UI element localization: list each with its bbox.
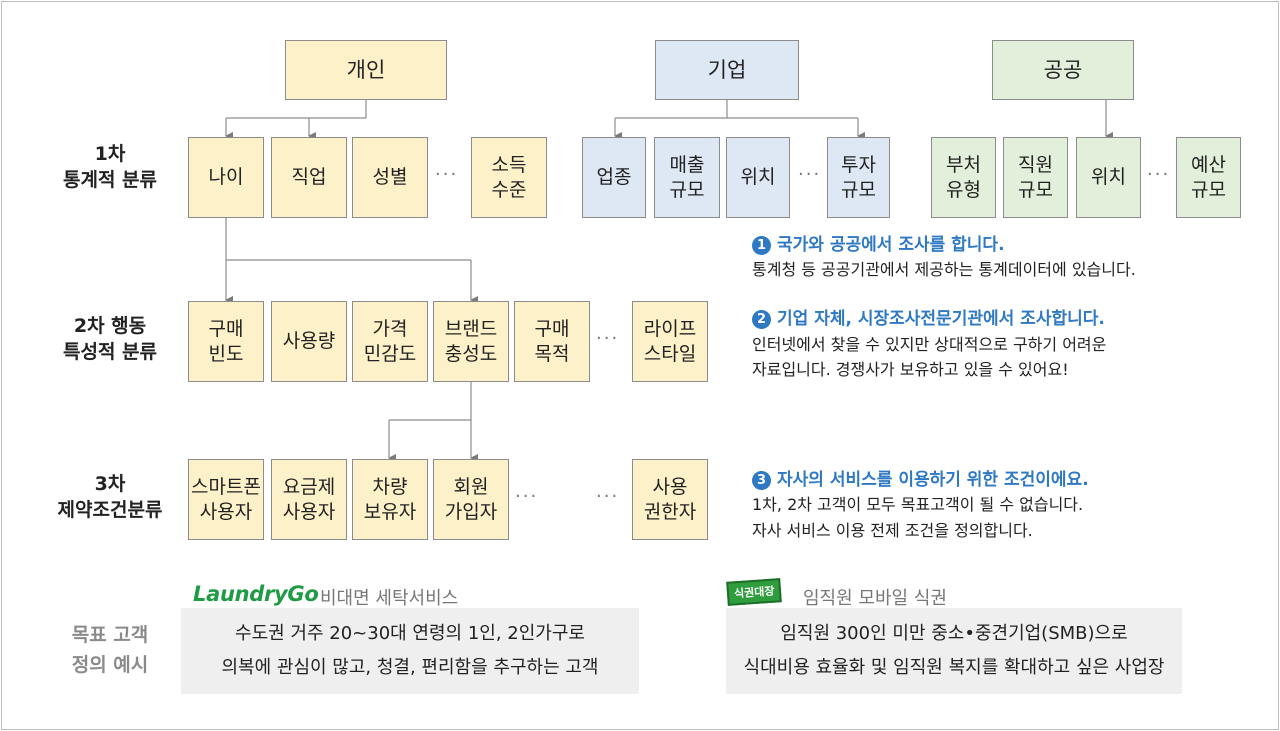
first-enterprise-location: 위치	[726, 137, 790, 218]
target-line: 수도권 거주 20~30대 연령의 1인, 2인가구로	[235, 623, 585, 644]
note-3-line: 1차, 2차 고객이 모두 목표고객이 될 수 없습니다.	[752, 495, 1084, 514]
first-enterprise-revenue: 매출 규모	[654, 137, 720, 218]
second-purchase-purpose: 구매 목적	[514, 301, 590, 382]
category-public: 공공	[992, 40, 1134, 100]
meal-ticket-logo: 식권대장	[726, 578, 783, 606]
meal-ticket-target-definition: 임직원 300인 미만 중소•중견기업(SMB)으로 식대비용 효율화 및 임직…	[726, 608, 1182, 694]
ellipsis: ···	[1147, 164, 1171, 185]
second-price-sensitivity: 가격 민감도	[352, 301, 428, 382]
third-plan-user: 요금제 사용자	[271, 459, 347, 540]
ellipsis: ···	[798, 164, 822, 185]
target-line: 임직원 300인 미만 중소•중견기업(SMB)으로	[780, 623, 1128, 644]
target-line: 의복에 관심이 많고, 청결, 편리함을 추구하는 고객	[221, 657, 599, 678]
row-label-third: 3차 제약조건분류	[57, 473, 163, 521]
laundrygo-logo: LaundryGo	[193, 582, 319, 606]
note-number-badge: 1	[752, 236, 771, 255]
second-brand-loyalty: 브랜드 충성도	[433, 301, 509, 382]
category-enterprise: 기업	[655, 40, 799, 100]
third-vehicle-owner: 차량 보유자	[352, 459, 428, 540]
first-public-location: 위치	[1076, 137, 1141, 218]
target-line: 식대비용 효율화 및 임직원 복지를 확대하고 싶은 사업장	[743, 657, 1165, 678]
first-public-budget: 예산 규모	[1176, 137, 1241, 218]
third-member: 회원 가입자	[433, 459, 509, 540]
first-individual-job: 직업	[271, 137, 347, 218]
note-2-line: 인터넷에서 찾을 수 있지만 상대적으로 구하기 어려운	[752, 335, 1107, 354]
first-enterprise-industry: 업종	[582, 137, 646, 218]
second-lifestyle: 라이프 스타일	[632, 301, 708, 382]
laundrygo-subtitle: 비대면 세탁서비스	[320, 588, 459, 609]
first-public-ministry: 부처 유형	[931, 137, 996, 218]
ellipsis: ···	[596, 328, 620, 349]
second-usage: 사용량	[271, 301, 347, 382]
note-2-line: 자료입니다. 경쟁사가 보유하고 있을 수 있어요!	[752, 360, 1069, 379]
first-individual-gender: 성별	[352, 137, 428, 218]
row-label-first: 1차 통계적 분류	[62, 143, 157, 191]
ellipsis: ···	[596, 486, 620, 507]
category-individual: 개인	[285, 40, 447, 100]
note-1-line: 통계청 등 공공기관에서 제공하는 통계데이터에 있습니다.	[752, 260, 1136, 279]
goal-section-label: 목표 고객 정의 예시	[71, 624, 149, 676]
first-individual-income: 소득 수준	[471, 137, 547, 218]
note-number-badge: 3	[752, 471, 771, 490]
ellipsis: ···	[515, 486, 539, 507]
note-3-line: 자사 서비스 이용 전제 조건을 정의합니다.	[752, 521, 1033, 540]
note-number-badge: 2	[752, 310, 771, 329]
second-purchase-frequency: 구매 빈도	[188, 301, 264, 382]
ellipsis: ···	[435, 164, 459, 185]
third-smartphone-user: 스마트폰 사용자	[188, 459, 264, 540]
first-enterprise-investment: 투자 규모	[827, 137, 890, 218]
row-label-second: 2차 행동 특성적 분류	[62, 315, 157, 363]
meal-ticket-subtitle: 임직원 모바일 식권	[803, 588, 947, 609]
third-authorized-user: 사용 권한자	[632, 459, 708, 540]
first-public-staff: 직원 규모	[1003, 137, 1068, 218]
first-individual-age: 나이	[188, 137, 264, 218]
laundrygo-target-definition: 수도권 거주 20~30대 연령의 1인, 2인가구로 의복에 관심이 많고, …	[181, 608, 639, 694]
